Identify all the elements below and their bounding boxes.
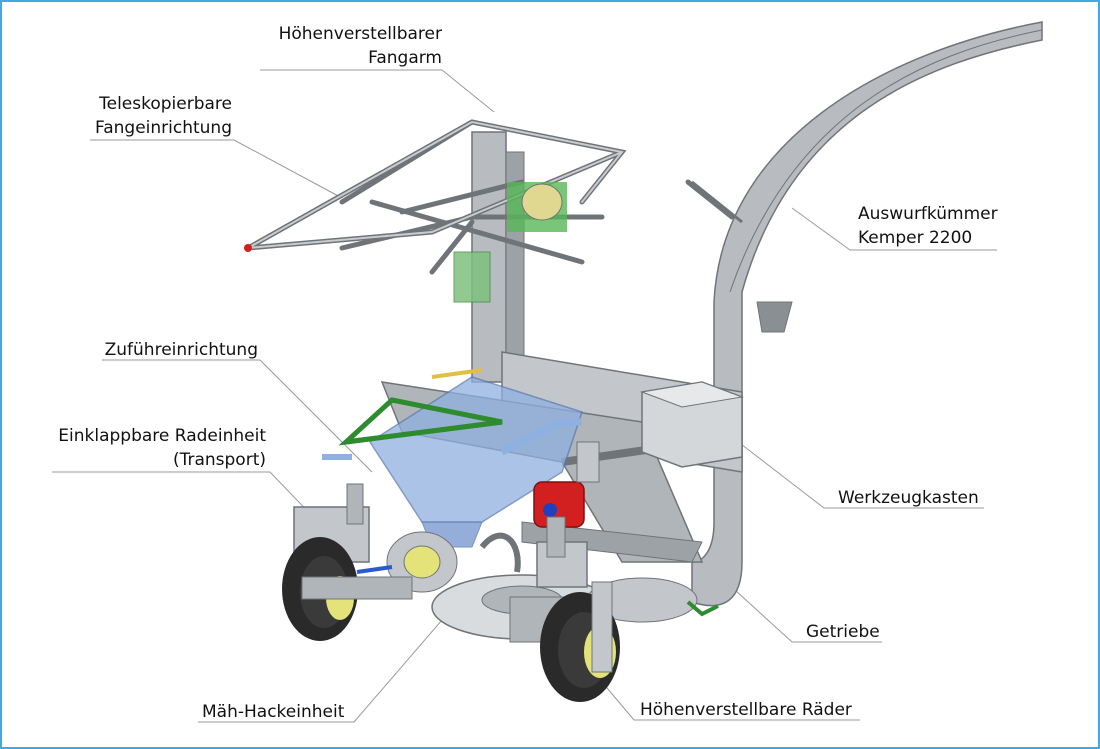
label-radeinheit-line1: Einklappbare Radeinheit (58, 426, 266, 446)
leader-fangeinrichtung (90, 139, 343, 199)
label-raeder: Höhenverstellbare Räder (640, 700, 852, 720)
right-wheel-unit (509, 516, 620, 702)
leader-radeinheit (52, 471, 319, 523)
label-maeh: Mäh-Hackeinheit (202, 702, 345, 722)
leader-maeh (198, 619, 443, 723)
leader-zufuehr (102, 359, 373, 473)
leader-raeder (601, 681, 860, 721)
label-radeinheit-line2: (Transport) (172, 450, 266, 470)
leader-lines (52, 69, 997, 723)
label-auswurf-line2: Kemper 2200 (858, 228, 973, 248)
label-fangarm-line1: Höhenverstellbarer (278, 24, 442, 44)
left-wheel-unit (282, 483, 413, 641)
label-radeinheit: Einklappbare Radeinheit (Transport) (32, 424, 266, 472)
label-fangeinrichtung-line2: Fangeinrichtung (95, 118, 232, 138)
catching-frame-light (247, 120, 624, 249)
tool-box (640, 381, 744, 468)
green-bracket (686, 600, 719, 617)
label-werkzeug: Werkzeugkasten (838, 488, 979, 508)
label-fangeinrichtung-line1: Teleskopierbare (99, 94, 232, 114)
arm-tip (244, 244, 252, 252)
label-fangarm: Höhenverstellbarer Fangarm (232, 22, 442, 70)
label-auswurf: Auswurfkümmer Kemper 2200 (858, 202, 1058, 250)
pulley (521, 183, 563, 221)
leader-fangarm (260, 69, 495, 113)
gearbox (533, 441, 600, 528)
hydraulic-motor (453, 251, 491, 303)
label-auswurf-line1: Auswurfkümmer (858, 204, 998, 224)
label-fangeinrichtung: Teleskopierbare Fangeinrichtung (42, 92, 232, 140)
label-zufuehr: Zuführeinrichtung (104, 340, 258, 360)
label-getriebe: Getriebe (806, 622, 880, 642)
leader-auswurf (791, 207, 997, 251)
discharge-chute (691, 21, 1043, 607)
label-fangarm-line2: Fangarm (368, 48, 442, 68)
